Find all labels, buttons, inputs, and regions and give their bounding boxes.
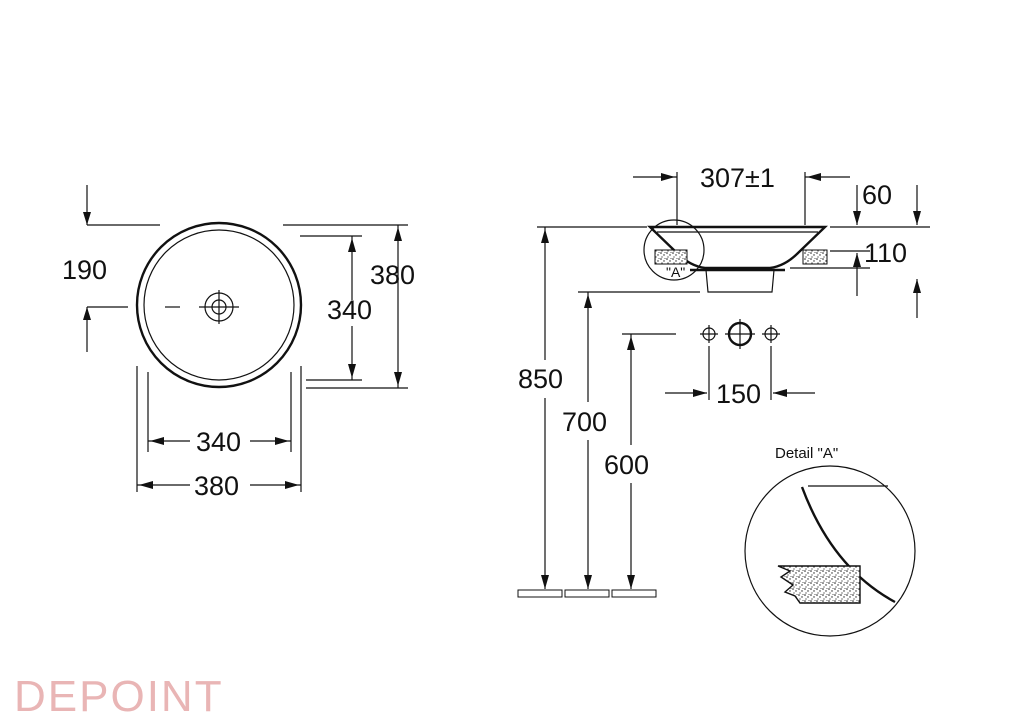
tap-hole-center <box>725 319 755 349</box>
detail-title: Detail "A" <box>775 445 838 462</box>
top-view: 190 380 340 340 380 <box>62 185 415 501</box>
detail-countertop <box>777 565 861 604</box>
dim-850: 850 <box>518 364 563 394</box>
floor-block-1 <box>517 589 563 598</box>
dim-380-bottom: 380 <box>194 471 239 501</box>
tap-hole-right <box>762 325 780 343</box>
countertop-left <box>654 249 688 265</box>
basin-inner-rim <box>143 229 295 381</box>
dim-340-right: 340 <box>327 295 372 325</box>
basin-outer-rim <box>135 221 303 389</box>
dim-380-right: 380 <box>370 260 415 290</box>
floor-block-3 <box>611 589 657 598</box>
side-view: "A" 307±1 60 110 850 <box>517 163 930 598</box>
watermark-logo: DEPOINT <box>14 672 224 721</box>
dim-190: 190 <box>62 255 107 285</box>
dim-340-bottom: 340 <box>196 427 241 457</box>
label-a: "A" <box>666 264 685 280</box>
tap-hole-left <box>700 325 718 343</box>
dim-60: 60 <box>862 180 892 210</box>
floor-block-2 <box>564 589 610 598</box>
detail-a-marker <box>643 219 705 281</box>
dim-700: 700 <box>562 407 607 437</box>
dim-110: 110 <box>864 238 907 268</box>
dim-600: 600 <box>604 450 649 480</box>
countertop-right <box>802 249 828 265</box>
detail-a: Detail "A" <box>744 445 916 637</box>
detail-circle <box>744 465 916 637</box>
dim-150: 150 <box>716 379 761 409</box>
dim-307: 307±1 <box>700 163 775 193</box>
